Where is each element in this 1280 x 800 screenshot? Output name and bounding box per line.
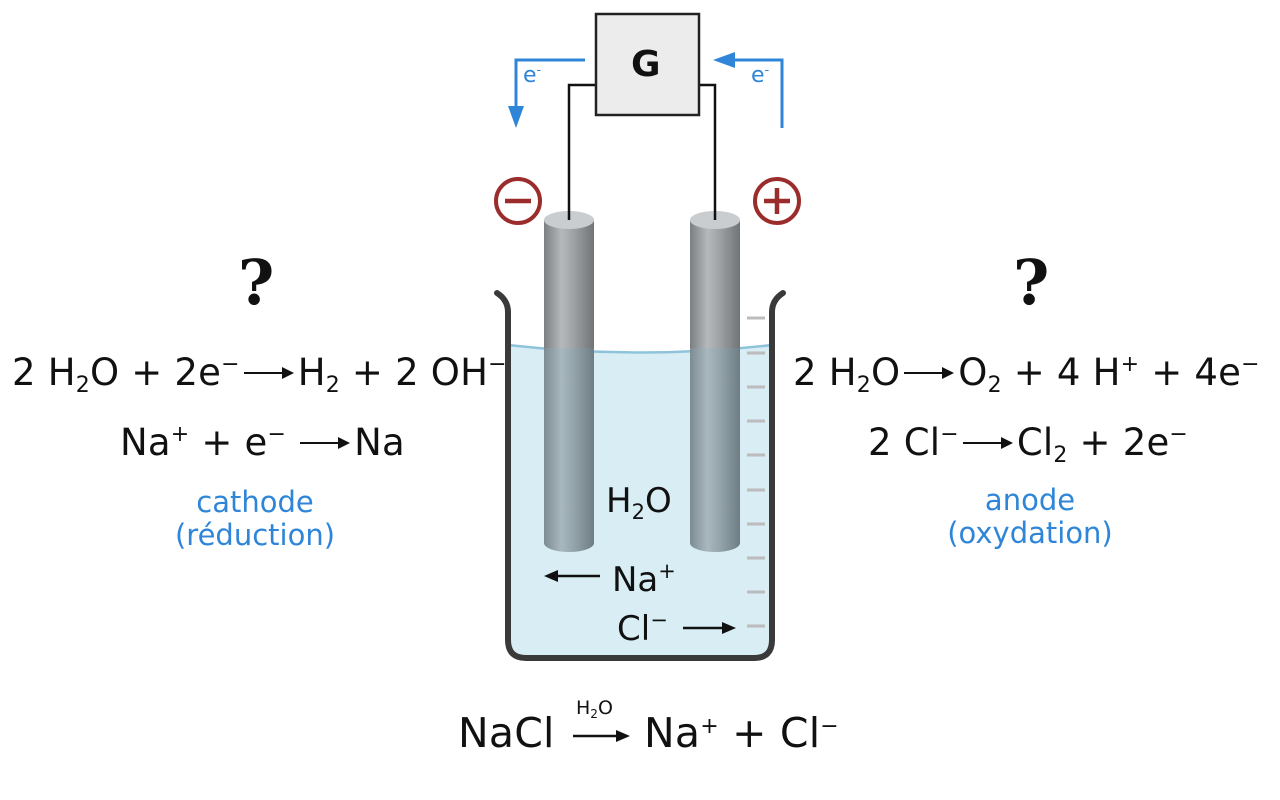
wire-right xyxy=(699,83,717,220)
plus-terminal-icon xyxy=(753,177,801,225)
anode-title: anode xyxy=(984,483,1076,517)
electron-label-right: e- xyxy=(751,63,770,88)
electron-flow-arrow-left xyxy=(508,58,585,128)
cathode-title: cathode xyxy=(196,485,314,519)
reaction-arrow xyxy=(904,367,955,379)
galvanometer-label: G xyxy=(631,44,661,85)
cl-migration-arrow xyxy=(683,622,736,634)
electron-label-left: e- xyxy=(523,63,542,88)
dissociation-reactant: NaCl xyxy=(458,709,555,757)
beaker-graduations xyxy=(747,316,765,628)
reaction-arrow xyxy=(243,367,294,379)
na-migration-arrow xyxy=(544,570,600,582)
anode-chloride-oxidation-equation: 2 Cl−Cl2 + 2e− xyxy=(868,421,1189,468)
anode-label: anode (oxydation) xyxy=(925,483,1135,551)
reaction-arrow xyxy=(300,437,351,449)
beaker xyxy=(494,290,786,661)
dissociation-arrow xyxy=(573,730,630,742)
anode-electrode xyxy=(690,211,740,552)
dissociation-products: Na+ + Cl− xyxy=(644,709,839,757)
wire-left xyxy=(567,83,596,220)
chloride-ion-label: Cl− xyxy=(617,608,668,649)
cathode-water-reduction-equation: 2 H2O + 2e−H2 + 2 OH− xyxy=(12,351,507,398)
cathode-question-mark: ? xyxy=(238,246,275,319)
anode-process: (oxydation) xyxy=(947,516,1113,551)
dissociation-solvent-label: H2O xyxy=(576,697,613,721)
cathode-process: (réduction) xyxy=(174,518,336,553)
cathode-electrode xyxy=(544,211,594,552)
water-label: H2O xyxy=(606,481,672,524)
minus-terminal-icon xyxy=(494,177,542,225)
electron-flow-arrow-right xyxy=(713,52,784,128)
cathode-sodium-reduction-equation: Na+ + e−Na xyxy=(120,421,405,464)
anode-question-mark: ? xyxy=(1013,246,1050,319)
reaction-arrow xyxy=(962,437,1013,449)
galvanometer xyxy=(594,12,701,117)
cathode-label: cathode (réduction) xyxy=(150,485,360,553)
sodium-ion-label: Na+ xyxy=(612,559,676,600)
